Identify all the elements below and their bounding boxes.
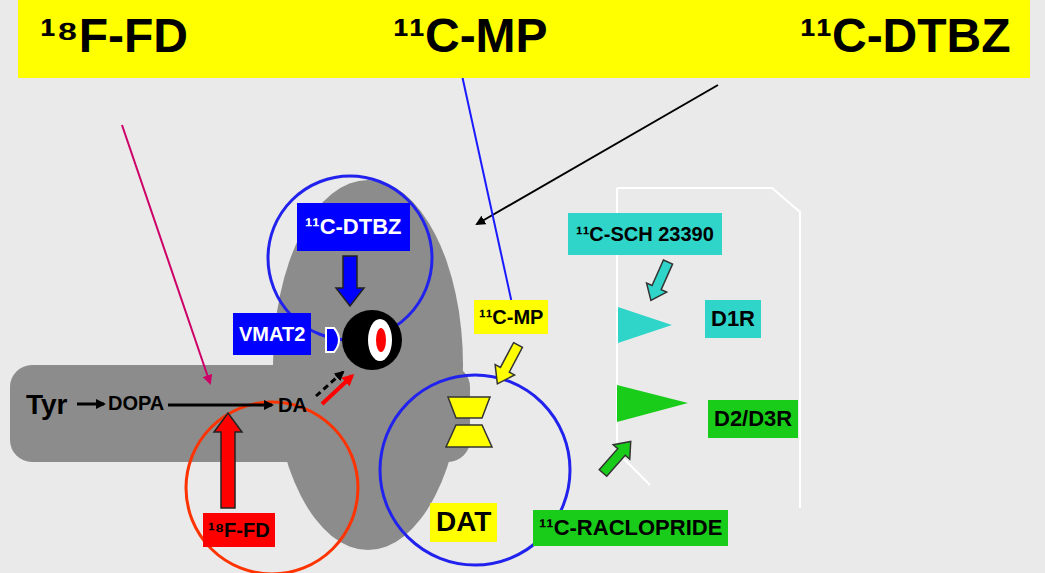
tracer-release-arrow (322, 376, 352, 404)
tracer-box: ¹¹C-DTBZ (297, 203, 410, 251)
block-arrow (595, 434, 639, 480)
node-text: D1R (711, 307, 755, 331)
node-text: ¹¹C-DTBZ (800, 10, 1011, 63)
block-arrow (488, 340, 528, 389)
tracer-box: ¹¹C-RACLOPRIDE (533, 510, 728, 546)
vesicle-core (376, 328, 386, 352)
tracer-box: ¹¹C-MP (474, 300, 548, 334)
leader-connector (463, 78, 512, 300)
node-text: ¹¹C-SCH 23390 (576, 223, 714, 245)
release-arrow (316, 372, 343, 396)
metabolite-label: DOPA (108, 392, 164, 414)
node-text: ¹¹C-MP (479, 306, 543, 328)
red-circle (186, 402, 358, 573)
dat-symbol-bottom (446, 425, 492, 447)
block-arrow (336, 256, 364, 306)
tracer-box: ¹⁸F-FD (203, 513, 275, 547)
leader-line (122, 125, 210, 383)
node-text: DAT (436, 507, 491, 538)
node-text: ¹¹C-DTBZ (305, 215, 402, 239)
node-text: D2/D3R (714, 407, 792, 431)
receptor-box: D1R (705, 300, 761, 338)
tracer-band: ¹⁸F-FD ¹¹C-MP ¹¹C-DTBZ (18, 0, 1030, 78)
dat-symbol-top (448, 397, 490, 418)
transporter-box: VMAT2 (233, 313, 311, 355)
tracer-box: ¹¹C-SCH 23390 (568, 213, 722, 255)
node-text: ¹¹C-MP (393, 10, 548, 63)
node-text: ¹⁸F-FD (208, 519, 270, 541)
d1r-triangle (618, 307, 672, 343)
transporter-box: DAT (430, 503, 497, 542)
vesicle-inner (368, 319, 392, 361)
block-arrow (641, 258, 678, 305)
vmat2-symbol (326, 328, 339, 352)
amino-acid-label: Tyr (26, 390, 68, 421)
d2r-triangle (617, 385, 688, 422)
receptor-box: D2/D3R (708, 400, 798, 438)
neurotransmitter-label: DA (278, 394, 307, 416)
pathway-arrow (77, 403, 104, 406)
vesicle (342, 310, 402, 370)
block-arrow (214, 413, 242, 508)
leader-line (477, 85, 718, 224)
node-text: VMAT2 (239, 323, 305, 345)
terminal-body (273, 180, 463, 550)
node-text: ¹⁸F-FD (40, 10, 188, 63)
node-text: ¹¹C-RACLOPRIDE (539, 516, 722, 540)
pathway-arrow (168, 404, 272, 407)
